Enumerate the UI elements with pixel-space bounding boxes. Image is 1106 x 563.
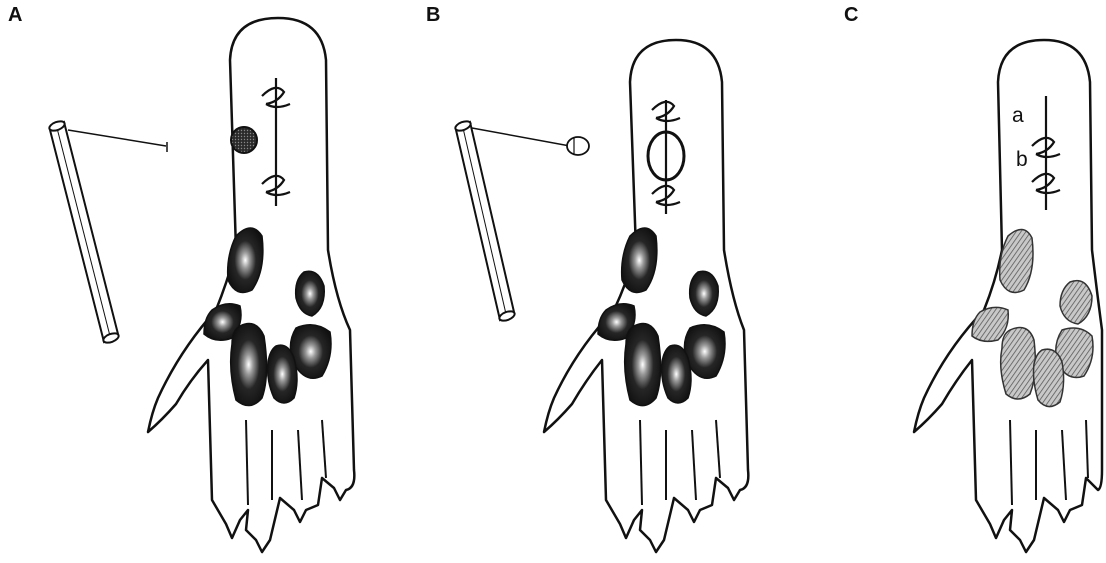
panel-a-diagram bbox=[0, 0, 368, 563]
panel-b: B bbox=[418, 0, 786, 563]
glass-rod-b bbox=[454, 120, 589, 323]
implant-disc-a bbox=[231, 127, 257, 153]
panel-c: C a b bbox=[836, 0, 1106, 563]
panel-a: A bbox=[0, 0, 368, 563]
glass-rod-a bbox=[48, 120, 167, 345]
panel-b-diagram bbox=[418, 0, 786, 563]
marker-b: b bbox=[1016, 148, 1028, 171]
marker-a: a bbox=[1012, 104, 1024, 127]
panel-c-diagram: a b bbox=[836, 0, 1106, 563]
